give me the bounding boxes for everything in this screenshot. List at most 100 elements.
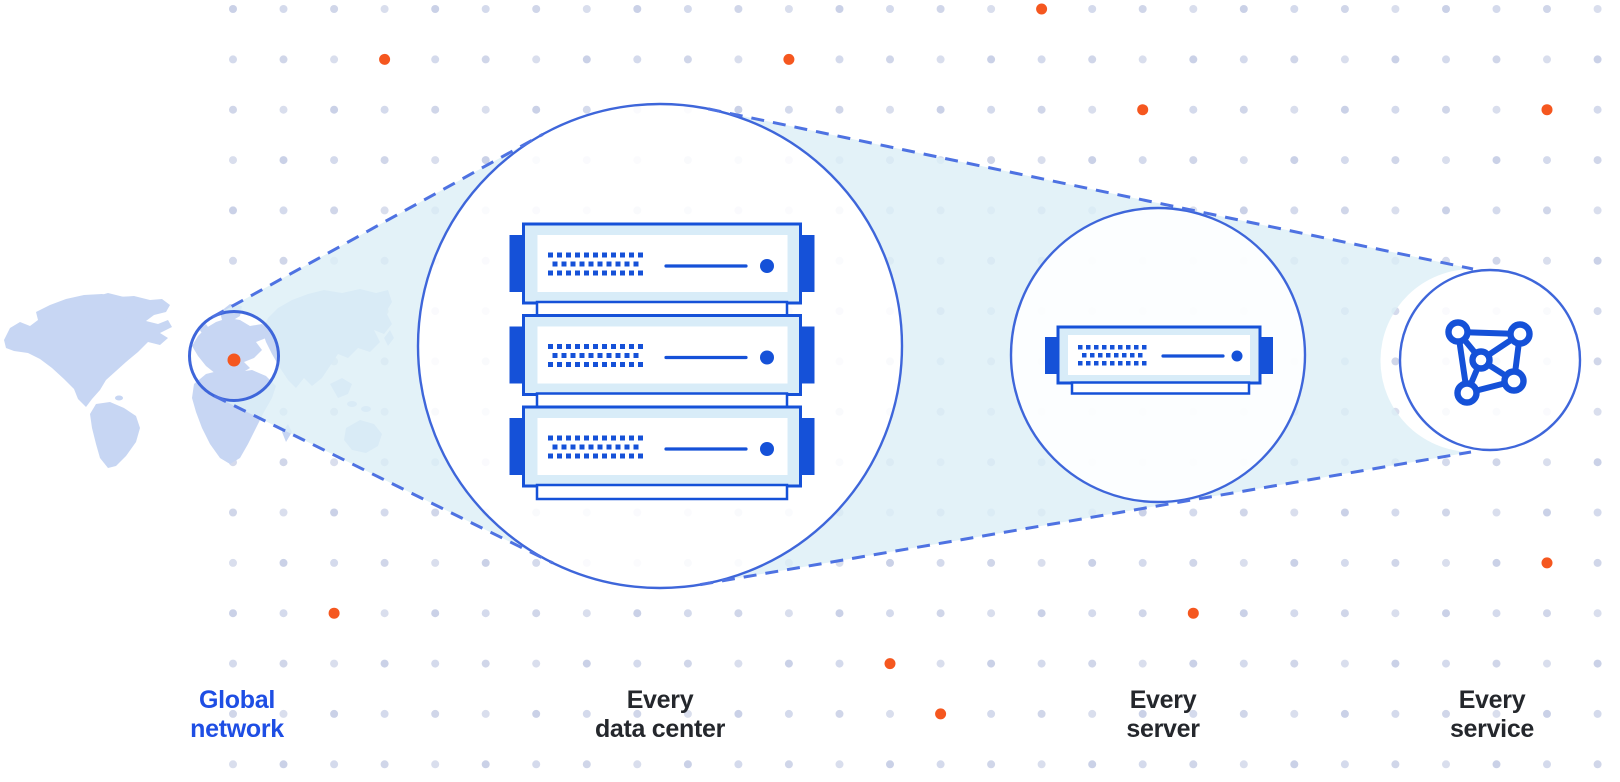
vent-square bbox=[638, 435, 643, 441]
grid-dot bbox=[582, 709, 591, 718]
vent-square bbox=[570, 444, 576, 450]
vent-square bbox=[629, 344, 634, 349]
grid-dot bbox=[380, 508, 389, 517]
vent-square bbox=[615, 261, 621, 267]
grid-dot bbox=[1138, 609, 1147, 618]
label-line: network bbox=[190, 715, 284, 743]
vent-square bbox=[593, 362, 598, 367]
grid-dot bbox=[683, 659, 692, 668]
grid-dot bbox=[582, 105, 591, 114]
grid-dot bbox=[380, 206, 389, 215]
vent-square bbox=[633, 444, 639, 450]
server-faceplate bbox=[537, 326, 788, 384]
grid-dot bbox=[987, 156, 996, 165]
grid-dot bbox=[229, 609, 237, 618]
grid-dot bbox=[734, 760, 743, 769]
vent-square bbox=[620, 453, 625, 459]
grid-dot bbox=[1391, 206, 1400, 215]
grid-dot bbox=[1391, 760, 1400, 769]
grid-dot bbox=[1442, 558, 1450, 567]
rack-ear-left bbox=[509, 326, 524, 384]
grid-dot bbox=[1391, 659, 1400, 668]
vent-square bbox=[620, 362, 625, 367]
grid-dot bbox=[380, 760, 389, 769]
grid-dot bbox=[1593, 357, 1602, 366]
grid-dot bbox=[1492, 5, 1501, 13]
grid-dot bbox=[431, 659, 440, 668]
vent-square bbox=[602, 344, 607, 349]
grid-dot bbox=[1239, 760, 1248, 769]
vent-square bbox=[557, 362, 562, 367]
grid-dot bbox=[1239, 609, 1248, 618]
vent-square bbox=[566, 344, 571, 349]
rack-ear-right bbox=[800, 418, 815, 475]
grid-dot bbox=[532, 5, 541, 13]
grid-dot bbox=[1290, 508, 1299, 517]
vent-square bbox=[593, 344, 598, 349]
grid-dot bbox=[1593, 508, 1602, 517]
grid-dot bbox=[431, 156, 440, 165]
vent-square bbox=[638, 344, 643, 349]
grid-dot bbox=[1442, 156, 1450, 165]
grid-dot bbox=[633, 55, 642, 64]
grid-dot bbox=[1543, 55, 1551, 64]
grid-dot bbox=[1138, 659, 1147, 668]
grid-dot bbox=[936, 105, 945, 114]
vent-square bbox=[611, 453, 616, 459]
label-line: Every bbox=[1458, 686, 1526, 714]
vent-square bbox=[1130, 353, 1135, 358]
grid-dot bbox=[1543, 609, 1551, 618]
vent-square bbox=[638, 270, 643, 276]
grid-dot bbox=[1593, 256, 1602, 265]
vent-square bbox=[1142, 345, 1147, 350]
grid-dot bbox=[481, 5, 490, 13]
region-uk bbox=[199, 324, 210, 336]
grid-dot bbox=[330, 55, 339, 64]
grid-dot bbox=[1037, 659, 1046, 668]
orange-dot bbox=[1036, 3, 1048, 15]
vent-square bbox=[548, 453, 553, 459]
vent-square bbox=[606, 261, 612, 267]
vent-square bbox=[611, 362, 616, 367]
grid-dot bbox=[279, 659, 288, 668]
vent-square bbox=[575, 453, 580, 459]
vent-square bbox=[629, 270, 634, 276]
grid-dot bbox=[1138, 5, 1147, 13]
grid-dot bbox=[330, 508, 339, 517]
rack-ear-left bbox=[1045, 337, 1058, 374]
grid-dot bbox=[330, 156, 339, 165]
grid-dot bbox=[380, 709, 389, 718]
grid-dot bbox=[229, 709, 237, 718]
vent-square bbox=[575, 270, 580, 276]
vent-square bbox=[548, 435, 553, 441]
grid-dot bbox=[229, 206, 237, 215]
grid-dot bbox=[1290, 558, 1299, 567]
vent-square bbox=[593, 252, 598, 258]
grid-dot bbox=[1340, 558, 1349, 567]
grid-dot bbox=[1290, 659, 1299, 668]
grid-dot bbox=[633, 760, 642, 769]
mesh-node bbox=[1454, 380, 1480, 406]
grid-dot bbox=[1290, 55, 1299, 64]
grid-dot bbox=[683, 55, 692, 64]
grid-dot bbox=[1492, 156, 1501, 165]
vent-square bbox=[552, 261, 558, 267]
mesh-node bbox=[1469, 348, 1493, 372]
grid-dot bbox=[1340, 659, 1349, 668]
vent-square bbox=[602, 252, 607, 258]
grid-dot bbox=[1442, 458, 1450, 467]
grid-dot bbox=[835, 55, 844, 64]
grid-dot bbox=[1492, 508, 1501, 517]
vent-square bbox=[1134, 345, 1139, 350]
grid-dot bbox=[431, 508, 440, 517]
vent-square bbox=[1078, 345, 1083, 350]
vent-square bbox=[566, 435, 571, 441]
vent-square bbox=[1086, 361, 1091, 366]
grid-dot bbox=[1593, 659, 1602, 668]
vent-square bbox=[575, 252, 580, 258]
vent-square bbox=[557, 252, 562, 258]
grid-dot bbox=[1138, 760, 1147, 769]
grid-dot bbox=[1543, 256, 1551, 265]
vent-square bbox=[611, 435, 616, 441]
vent-square bbox=[1082, 353, 1087, 358]
